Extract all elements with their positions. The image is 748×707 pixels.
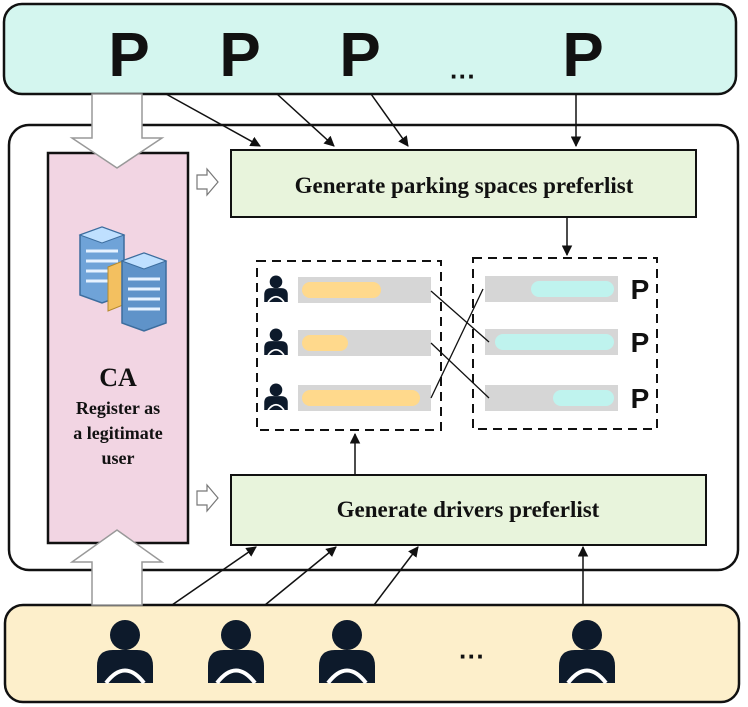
driver-row-ellipsis: ··· [459, 641, 485, 671]
driver-list-rows [263, 274, 431, 411]
driver-preference-bar [302, 390, 420, 406]
parking-preference-bar [495, 334, 614, 350]
parking-space-symbol: P [108, 21, 149, 90]
arrow-parking-3 [370, 93, 409, 147]
parking-list-rows: PPP [485, 274, 649, 414]
ca-to-parking-box-arrow [196, 167, 219, 197]
driver-list-frame [256, 260, 442, 431]
ca-title: CA [99, 363, 137, 392]
parking-to-ca-hollow-arrow [69, 93, 165, 169]
parking-list-symbol: P [631, 274, 650, 305]
match-line-2 [430, 342, 490, 399]
arrow-driver-3 [373, 546, 419, 606]
parking-list-symbol: P [631, 327, 650, 358]
parking-preferlist-label: Generate parking spaces preferlist [295, 173, 634, 198]
drivers-preferlist-box [230, 474, 707, 546]
parking-preference-bar [553, 390, 614, 406]
match-line-1 [430, 290, 490, 343]
ca-panel [46, 151, 190, 545]
parking-space-symbol: P [219, 21, 260, 90]
driver-preference-bar [302, 335, 348, 351]
arrow-parking-1 [165, 93, 261, 147]
parking-space-symbol: P [562, 21, 603, 90]
parking-preference-bar [531, 281, 614, 297]
parking-row-ellipsis: ··· [450, 61, 476, 91]
drivers-preferlist-label: Generate drivers preferlist [337, 497, 600, 522]
arrow-driver-1 [171, 546, 257, 606]
ca-line-2: a legitimate [73, 423, 162, 443]
parking-list-frame [472, 257, 658, 430]
ca-line-1: Register as [76, 398, 160, 418]
parking-preferlist-box [230, 149, 697, 218]
ca-line-3: user [102, 448, 135, 468]
arrow-parking-2 [276, 93, 335, 147]
drivers-to-ca-hollow-arrow [69, 529, 165, 606]
parking-list-symbol: P [631, 383, 650, 414]
drivers-row [3, 603, 741, 704]
driver-preference-bar [302, 282, 381, 298]
arrow-driver-2 [264, 546, 337, 606]
parking-space-symbol: P [339, 21, 380, 90]
ca-to-drivers-box-arrow [196, 483, 219, 513]
parking-spaces-row [2, 2, 738, 96]
match-line-3 [430, 288, 484, 399]
server-icon [78, 226, 168, 332]
